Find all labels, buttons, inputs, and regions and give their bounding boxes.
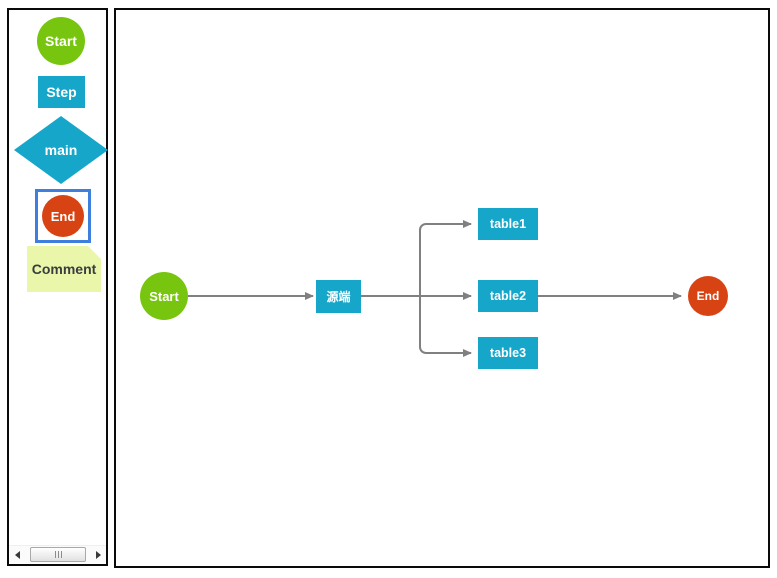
palette-main-label: main [44, 142, 78, 158]
arrow-right-icon [95, 550, 101, 559]
node-table3-label: table3 [489, 346, 527, 360]
node-table1-label: table1 [489, 217, 527, 231]
palette-end-label: End [50, 208, 76, 224]
palette-item-comment[interactable]: Comment [27, 246, 101, 292]
arrow-left-icon [14, 550, 20, 559]
palette-start-label: Start [45, 33, 77, 49]
palette-item-end[interactable]: End [42, 195, 84, 237]
scrollbar-grip-icon [54, 551, 62, 558]
palette-item-step[interactable]: Step [38, 76, 85, 108]
scroll-right-button[interactable] [90, 546, 106, 563]
node-table1[interactable]: table1 [478, 208, 538, 240]
palette-item-end-selection-frame[interactable]: End [35, 189, 91, 243]
node-table3[interactable]: table3 [478, 337, 538, 369]
palette-step-label: Step [46, 84, 77, 100]
edge-source-table1 [419, 220, 472, 296]
edges-layer [188, 220, 682, 357]
palette-item-start[interactable]: Start [37, 17, 85, 65]
scroll-left-button[interactable] [9, 546, 25, 563]
node-table2[interactable]: table2 [478, 280, 538, 312]
scrollbar-thumb[interactable] [30, 547, 86, 562]
node-end[interactable]: End [688, 276, 728, 316]
node-table2-label: table2 [489, 289, 527, 303]
shape-palette-panel: Start Step main End Comment [7, 8, 108, 566]
flowchart-canvas[interactable]: Start 源端 table1 table2 table3 End [114, 8, 770, 568]
node-end-label: End [696, 289, 720, 303]
node-source-label: 源端 [326, 290, 351, 304]
edge-source-table3 [419, 296, 472, 357]
palette-comment-label: Comment [31, 261, 97, 277]
palette-item-main-diamond[interactable]: main [14, 116, 108, 184]
node-source[interactable]: 源端 [316, 280, 361, 313]
palette-horizontal-scrollbar[interactable] [9, 545, 106, 563]
node-start-label: Start [149, 288, 179, 304]
node-start[interactable]: Start [140, 272, 188, 320]
